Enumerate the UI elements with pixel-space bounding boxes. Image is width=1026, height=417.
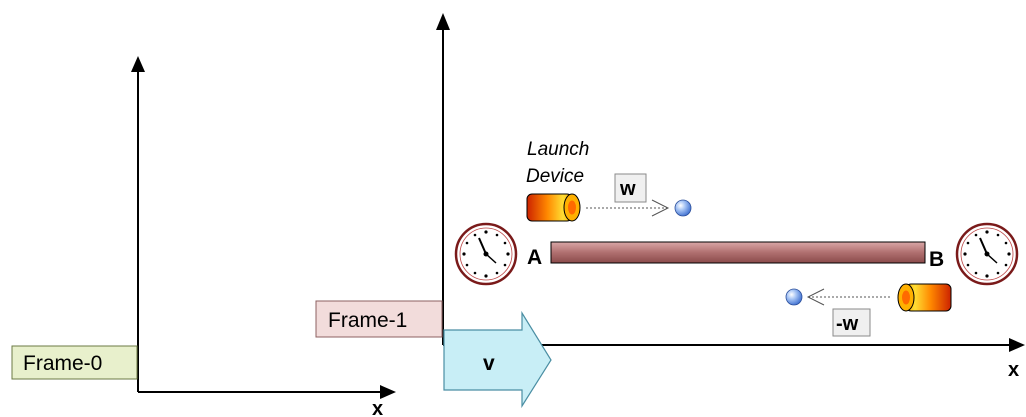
velocity-label: v: [483, 352, 495, 375]
launch-device-label-line1: Launch: [527, 139, 589, 160]
ball-icon: [785, 288, 803, 306]
frame0-axes: [131, 56, 396, 399]
cannon-icon: [526, 193, 581, 222]
w-velocity-arrow: [586, 199, 670, 217]
w-label: w: [619, 178, 636, 200]
frame0-x-axis-label: x: [372, 398, 383, 417]
frame1-label: Frame-1: [328, 309, 407, 332]
minus-w-label-box: [832, 308, 871, 337]
frame1-x-axis-label: x: [1008, 359, 1019, 381]
frame1-label-box: [315, 300, 443, 338]
rod: [550, 241, 926, 264]
minus-w-velocity-arrow: [806, 288, 890, 306]
rod-end-b: B: [929, 248, 944, 271]
clock-icon: [955, 222, 1019, 286]
w-label-box: [614, 173, 647, 203]
rod-end-a: A: [527, 246, 542, 269]
cannon-icon: [897, 283, 952, 312]
clock-icon: [454, 222, 518, 286]
ball-icon: [674, 199, 692, 217]
velocity-arrow: [443, 310, 552, 409]
frame0-label: Frame-0: [23, 352, 102, 375]
launch-device-label-line2: Device: [526, 166, 584, 187]
minus-w-label: -w: [836, 313, 859, 335]
frame0-label-box: [11, 345, 138, 380]
